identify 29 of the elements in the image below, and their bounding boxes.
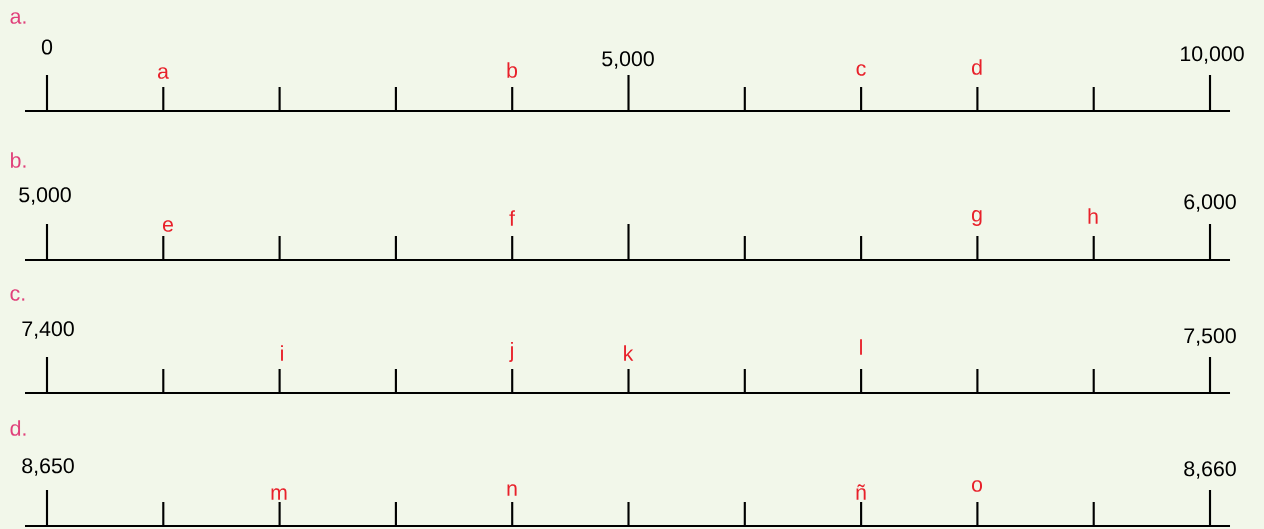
letter-label: n	[507, 484, 517, 496]
number-label: 8,650	[22, 458, 74, 476]
letter-label: k	[624, 345, 634, 361]
letter-label: m	[271, 488, 287, 500]
number-label: 8,660	[1184, 461, 1236, 479]
letter-label: b	[507, 62, 518, 78]
number-label: 5,000	[602, 51, 654, 69]
number-label: 10,000	[1181, 46, 1244, 64]
letter-label: f	[509, 210, 515, 226]
number-label: 6,000	[1184, 194, 1236, 212]
letter-label: c	[856, 64, 866, 76]
letter-label: o	[972, 480, 983, 492]
row-heading: a.	[10, 12, 26, 24]
letter-label: ñ	[856, 484, 866, 500]
letter-label: a	[157, 67, 169, 79]
row-heading: c.	[10, 289, 25, 301]
number-label: 7,400	[22, 321, 74, 339]
letter-label: h	[1088, 208, 1098, 224]
number-label: 5,000	[19, 187, 71, 205]
number-label: 7,500	[1184, 328, 1236, 346]
letter-label: j	[509, 342, 513, 362]
letter-label: l	[860, 339, 862, 355]
letter-label: e	[162, 220, 173, 232]
letter-label: i	[281, 345, 283, 361]
letter-label: g	[972, 210, 982, 226]
letter-label: d	[972, 59, 982, 75]
row-heading: d.	[10, 420, 26, 436]
row-heading: b.	[11, 152, 26, 168]
number-label: 0	[41, 39, 53, 55]
